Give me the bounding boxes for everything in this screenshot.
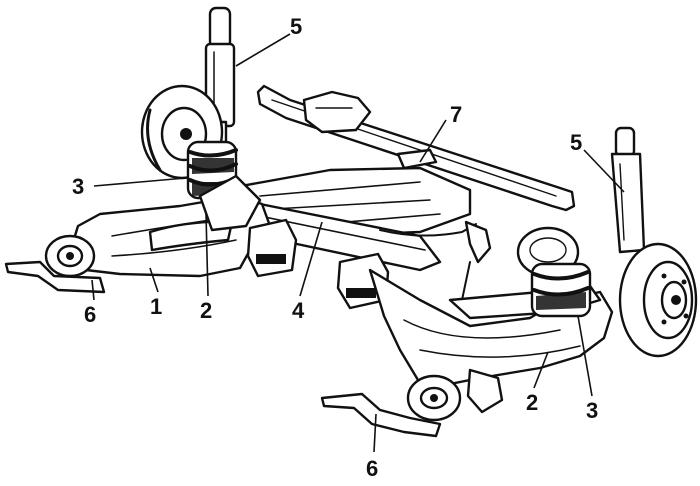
right-brake-disc	[618, 242, 698, 358]
center-bushings	[246, 218, 390, 310]
callout-7-stabilizer: 7	[450, 102, 462, 127]
stabilizer-bar	[256, 84, 576, 212]
left-trailing-arm	[68, 174, 272, 278]
callout-5-left-shock: 5	[290, 14, 302, 39]
callout-2-right-arm: 2	[526, 390, 538, 415]
right-mount-bracket	[320, 368, 504, 438]
callout-2-left-arm: 2	[200, 298, 212, 323]
callout-6-right-bracket: 6	[366, 456, 378, 481]
callout-1-trailing-arm: 1	[150, 294, 162, 319]
callout-6-left-bracket: 6	[84, 302, 96, 327]
callouts: 5 7 5 3 6 1 2 4 2 3 6	[72, 14, 598, 481]
left-mount-bracket	[4, 234, 106, 294]
leader-lines	[91, 33, 625, 453]
right-coil-spring	[516, 226, 592, 318]
right-shock-absorber	[610, 126, 646, 254]
callout-3-right-spring: 3	[586, 398, 598, 423]
callout-5-right-shock: 5	[570, 130, 582, 155]
callout-3-left-spring: 3	[72, 174, 84, 199]
callout-4-subframe: 4	[292, 298, 305, 323]
brake-line-bracket	[379, 220, 492, 301]
